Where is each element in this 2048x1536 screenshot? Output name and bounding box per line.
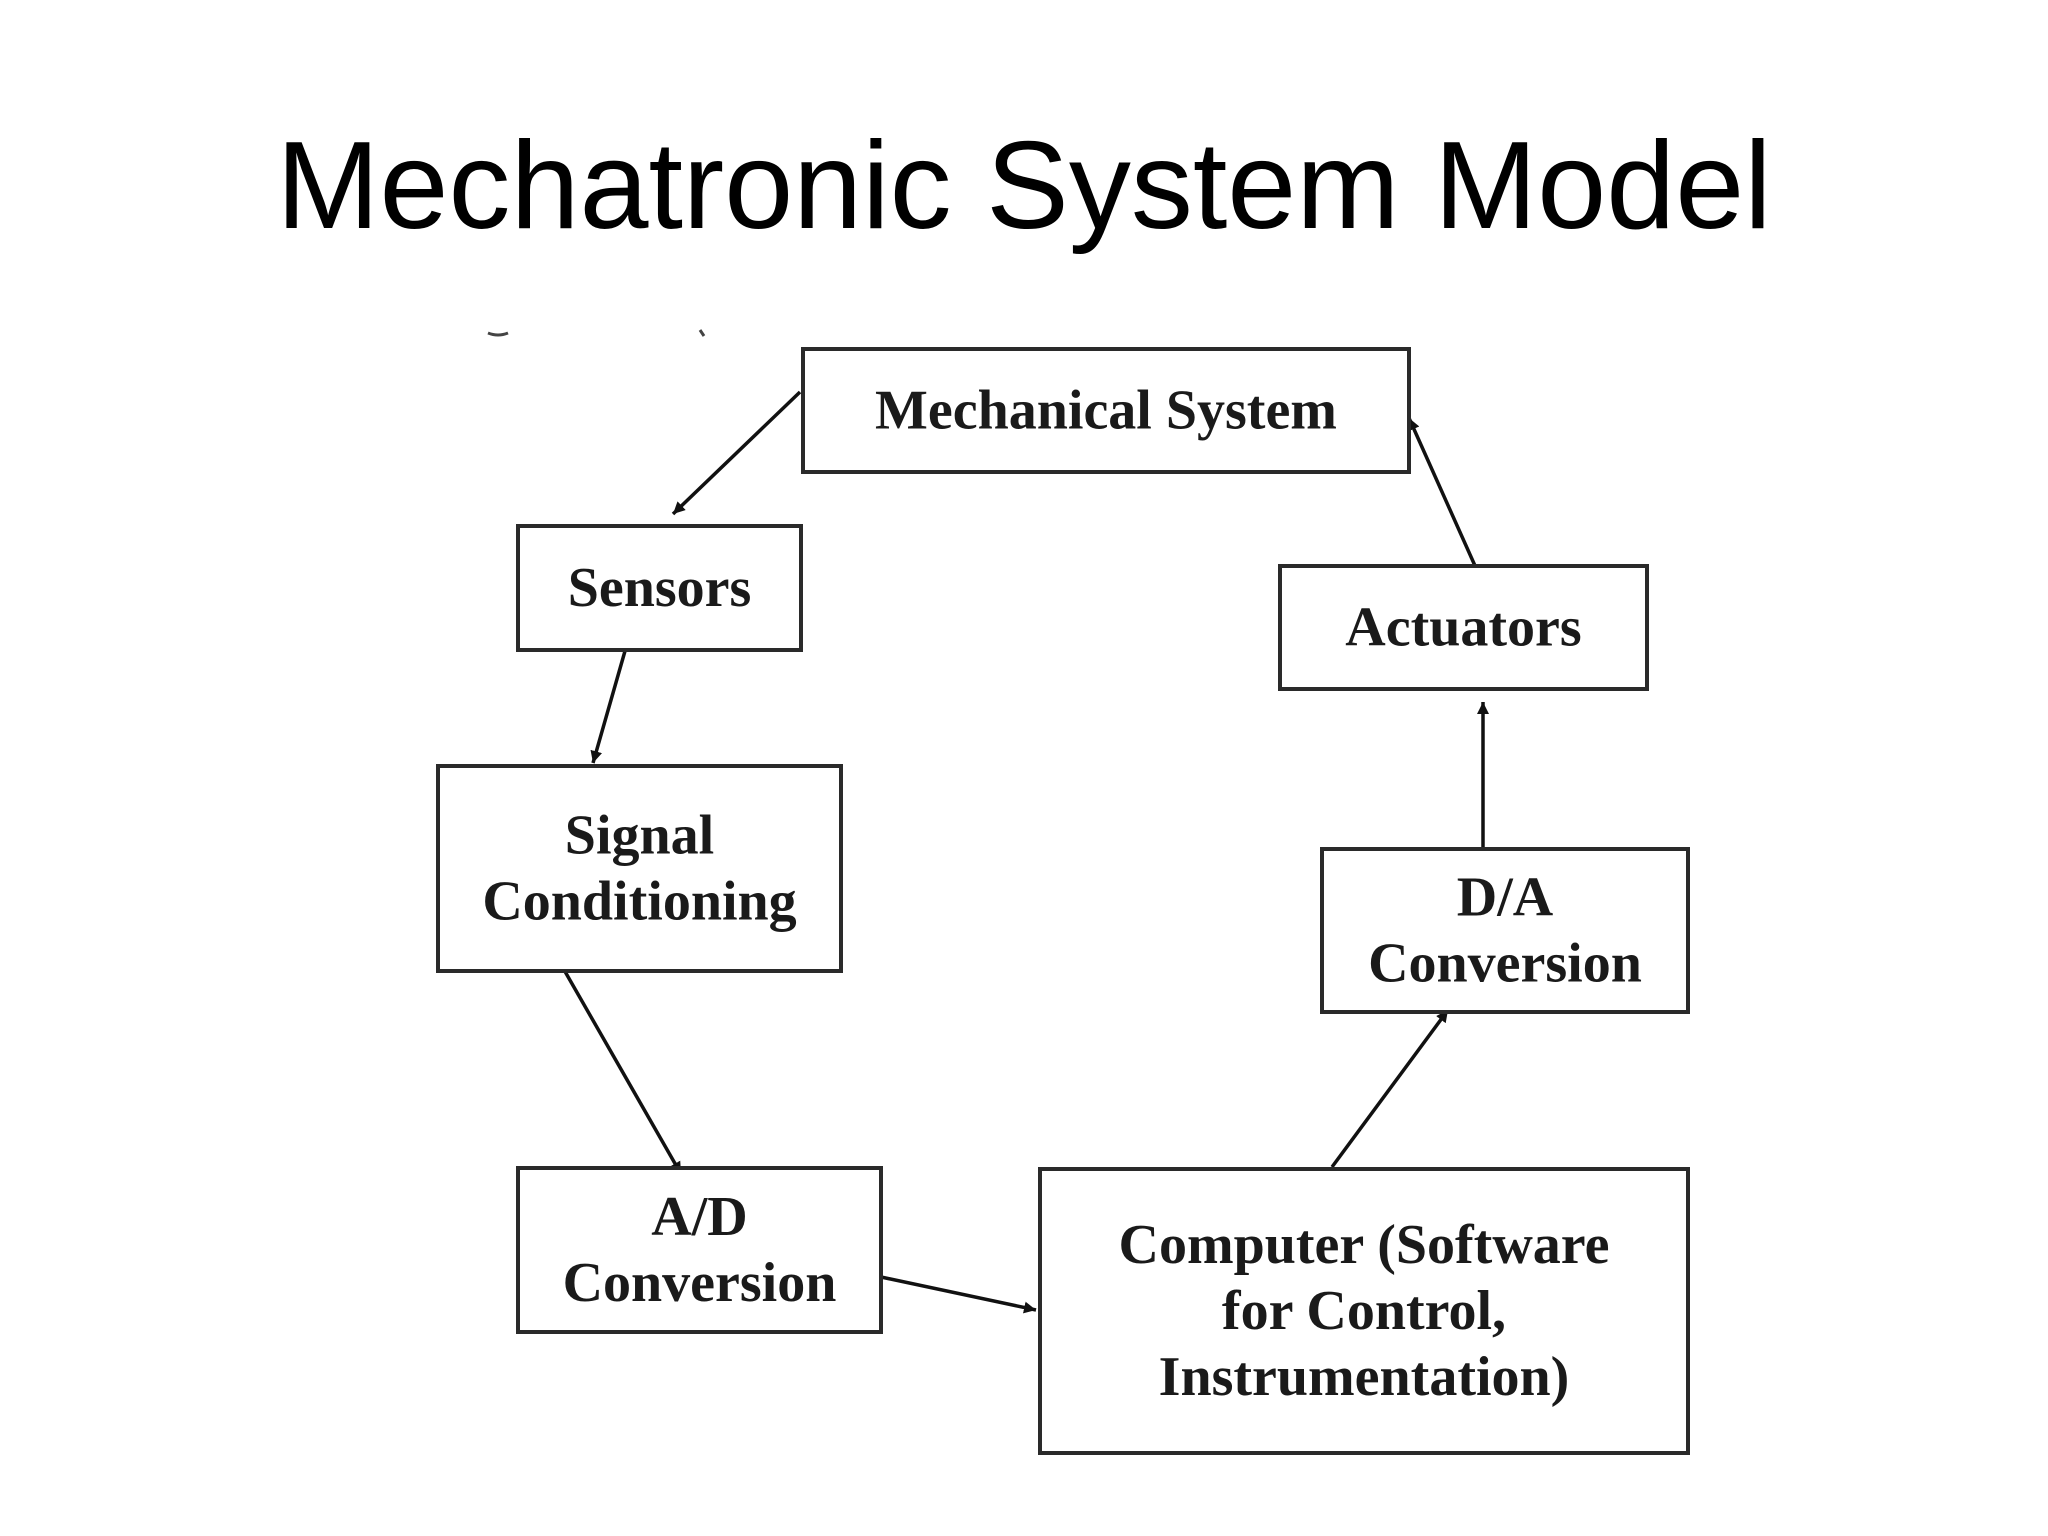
- node-label-line: Instrumentation): [1159, 1346, 1570, 1408]
- node-box: [516, 1166, 883, 1334]
- node-label-line: Actuators: [1345, 597, 1581, 659]
- node-label-line: Conditioning: [482, 871, 796, 933]
- node-box: [516, 524, 803, 652]
- arrow-sensors-to-signal-conditioning: [590, 650, 627, 764]
- node-box: [1038, 1167, 1690, 1455]
- node-label-line: D/A: [1457, 867, 1554, 929]
- node-label-line: Conversion: [563, 1252, 837, 1314]
- node-label-line: Computer (Software: [1119, 1214, 1610, 1276]
- scan-artifact: [487, 329, 706, 337]
- arrow-actuators-to-mechanical-system: [1407, 417, 1478, 569]
- arrow-mechanical-system-to-sensors: [671, 390, 802, 516]
- node-actuators: Actuators: [1278, 564, 1649, 691]
- node-box: [1320, 847, 1690, 1014]
- node-label-line: Sensors: [568, 557, 752, 619]
- node-mechanical-system: Mechanical System: [801, 347, 1411, 474]
- nodes-layer: Mechanical SystemSensorsSignalConditioni…: [436, 347, 1690, 1455]
- node-sensors: Sensors: [516, 524, 803, 652]
- node-box: [1278, 564, 1649, 691]
- node-box: [801, 347, 1411, 474]
- node-label-line: for Control,: [1222, 1280, 1506, 1342]
- node-label-line: A/D: [651, 1186, 747, 1248]
- arrow-computer-to-da-conversion: [1330, 1008, 1450, 1169]
- node-label-line: Conversion: [1368, 933, 1642, 995]
- page-title: Mechatronic System Model: [276, 117, 1772, 255]
- node-label-line: Mechanical System: [875, 380, 1337, 442]
- edges-layer: [561, 390, 1489, 1314]
- node-label-line: Signal: [565, 805, 714, 867]
- arrow-ad-conversion-to-computer: [880, 1275, 1037, 1314]
- arrow-signal-conditioning-to-ad-conversion: [561, 967, 683, 1175]
- node-box: [436, 764, 843, 973]
